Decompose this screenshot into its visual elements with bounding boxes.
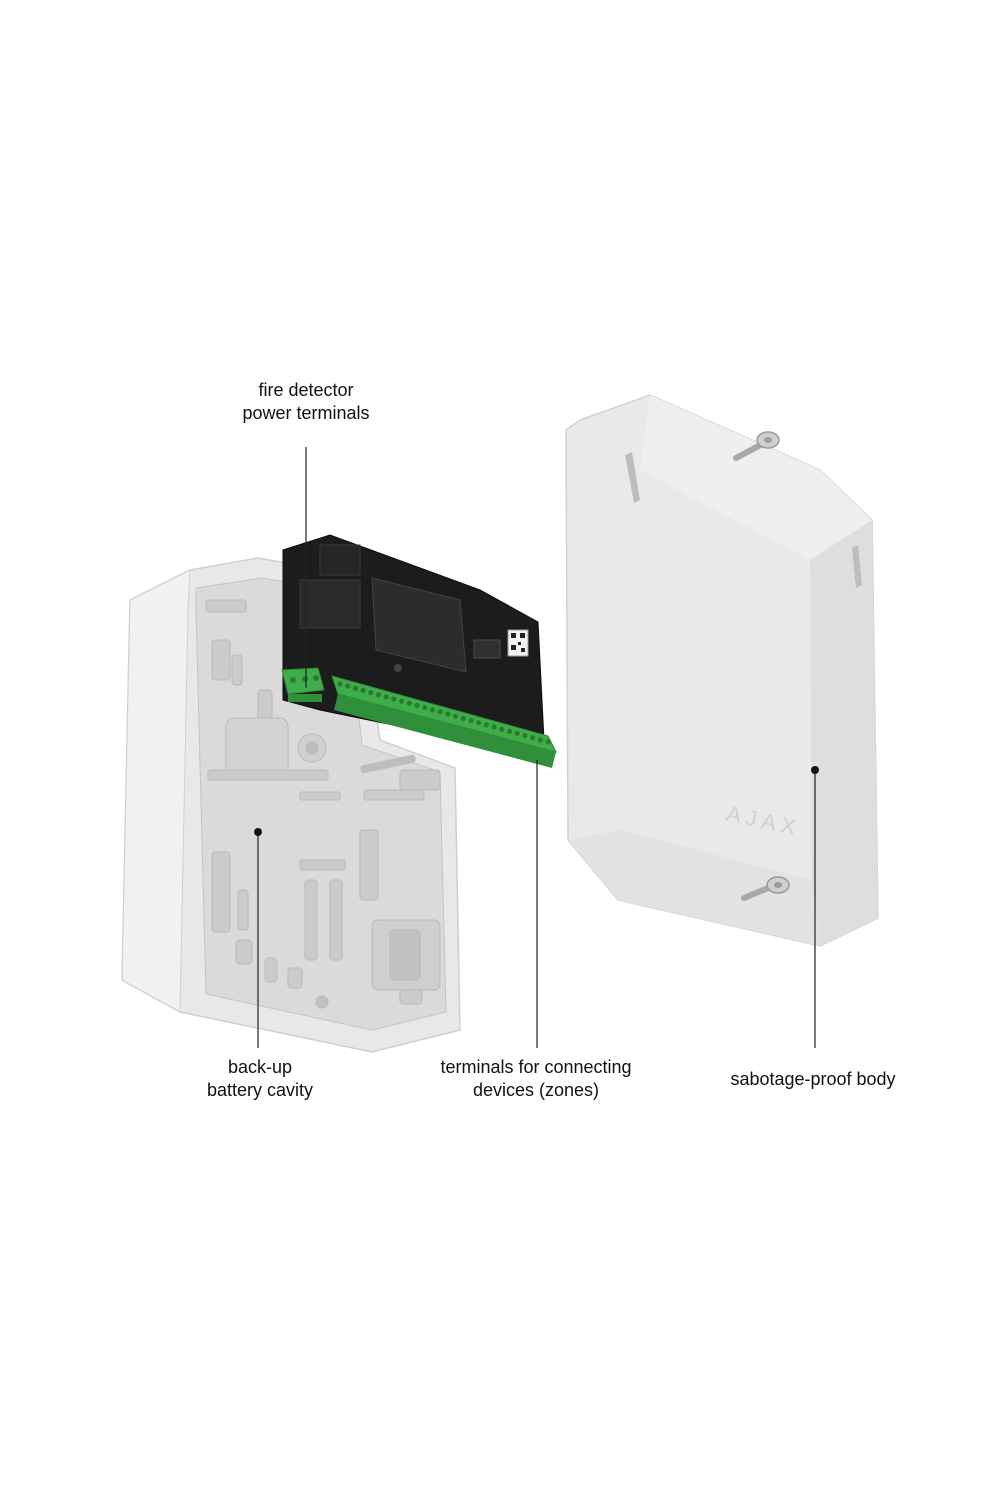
label-fire-detector-power-terminals: fire detector power terminals: [206, 379, 406, 425]
terminal-screw: [476, 720, 482, 726]
front-cover-facet-top: [640, 395, 872, 560]
label-terminals-for-connecting-devices: terminals for connecting devices (zones): [411, 1056, 661, 1102]
terminal-screw: [406, 700, 412, 706]
front-cover-facet-bottom: [568, 830, 820, 946]
board-heatsink: [319, 544, 361, 576]
terminal-screw: [345, 683, 351, 689]
terminal-screw: [514, 730, 520, 737]
terminal-screw: [360, 687, 366, 694]
terminal-screw: [506, 728, 513, 734]
front-cover-slot-right: [852, 545, 862, 588]
terminal-screw: [537, 737, 543, 743]
label-terminals-line1: terminals for connecting: [440, 1057, 632, 1077]
terminal-screw: [437, 709, 443, 715]
terminal-screw: [530, 735, 536, 741]
label-fire-detector-line2: power terminals: [242, 403, 370, 423]
board-mount-hole: [394, 664, 402, 672]
front-cover: AJAX: [565, 394, 879, 947]
front-cover-screw-bottom: [741, 876, 790, 901]
label-fire-detector-line1: fire detector: [258, 380, 354, 400]
board-chip: [473, 639, 501, 659]
terminal-screw: [375, 692, 382, 698]
front-cover-slot-left: [625, 452, 640, 503]
front-cover-screw-top: [733, 431, 780, 461]
label-terminals-line2: devices (zones): [472, 1080, 600, 1100]
terminal-screw: [491, 724, 497, 730]
board-qr-pattern: [511, 633, 525, 652]
front-cover-facet-right: [810, 520, 878, 946]
leader-lines: [257, 447, 816, 1048]
zone-terminal-strip: [331, 675, 557, 768]
terminal-screw: [391, 696, 397, 702]
terminal-screw: [429, 707, 435, 713]
terminal-screw: [522, 733, 528, 739]
leader-dots: [254, 766, 819, 836]
back-housing-side: [121, 569, 191, 1013]
terminal-screw: [483, 722, 489, 728]
back-housing-bolt: [360, 754, 416, 774]
terminal-screws: [337, 681, 551, 745]
label-body-line1: sabotage-proof body: [730, 1069, 896, 1089]
terminal-screw: [453, 713, 459, 719]
terminal-screw: [499, 726, 505, 732]
terminal-screw: [460, 715, 466, 722]
terminal-screw: [468, 717, 474, 724]
terminal-screw: [445, 711, 451, 717]
fire-detector-terminal-block: [281, 667, 325, 702]
board-relay: [299, 579, 361, 629]
label-battery-line1: back-up: [227, 1057, 293, 1077]
leader-dot-body: [811, 766, 819, 774]
circuit-board: [281, 534, 557, 768]
label-sabotage-proof-body: sabotage-proof body: [703, 1068, 923, 1091]
terminal-screw: [337, 681, 343, 687]
terminal-screw: [414, 702, 420, 709]
terminal-screw: [383, 694, 389, 700]
label-backup-battery-cavity: back-up battery cavity: [160, 1056, 360, 1102]
terminal-screw: [399, 698, 405, 704]
terminal-screw: [422, 705, 428, 711]
label-battery-line2: battery cavity: [206, 1080, 314, 1100]
board-module: [371, 577, 467, 673]
leader-dot-battery: [254, 828, 262, 836]
housing-ribs: [205, 599, 441, 1009]
terminal-screw: [368, 690, 374, 696]
terminal-screw: [545, 739, 551, 745]
terminal-screw: [352, 685, 358, 691]
